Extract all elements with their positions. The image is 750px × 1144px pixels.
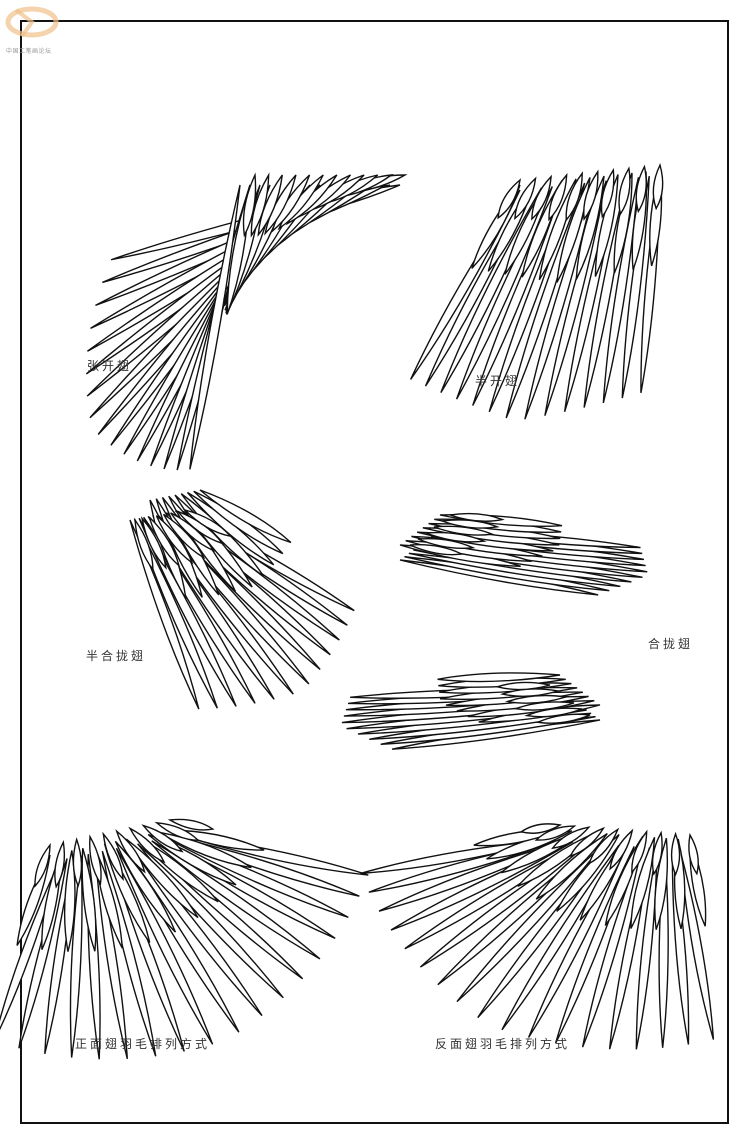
feather	[670, 831, 681, 877]
feather	[688, 833, 699, 876]
feather	[285, 174, 338, 226]
feather	[128, 826, 166, 864]
feather	[409, 544, 465, 556]
feather	[182, 508, 233, 538]
feather	[129, 519, 200, 710]
feather	[34, 842, 51, 888]
feather	[631, 829, 648, 874]
feather	[133, 518, 218, 709]
closed-wing-drawing-bottom	[341, 672, 601, 750]
feather	[504, 694, 567, 704]
label-front-arrangement: 正面翅羽毛排列方式	[75, 1037, 211, 1051]
feather	[162, 513, 206, 560]
feather	[114, 840, 177, 933]
feather	[568, 826, 606, 858]
feather	[501, 844, 620, 1031]
feather	[89, 834, 102, 886]
feather	[635, 848, 658, 1050]
front-wing-drawing	[0, 818, 369, 1060]
feather	[524, 707, 583, 718]
feather	[72, 837, 83, 888]
feather	[514, 176, 537, 221]
feather	[534, 825, 577, 841]
feather	[600, 167, 615, 219]
feather	[535, 713, 591, 724]
feather	[497, 178, 521, 220]
feather	[148, 516, 181, 568]
closed-wing-drawing-top	[399, 512, 648, 596]
feather	[588, 827, 620, 865]
label-half-open-wing: 半开翅	[475, 374, 521, 388]
label-open-wing: 张开翅	[87, 359, 133, 373]
feather	[125, 838, 199, 919]
feather	[425, 531, 487, 543]
feather	[679, 849, 715, 1040]
feather	[433, 525, 495, 536]
label-half-closed-wing: 半合拢翅	[86, 649, 147, 663]
feather	[54, 839, 66, 889]
feather	[250, 172, 270, 238]
label-back-arrangement: 反面翅羽毛排列方式	[435, 1037, 571, 1051]
feather	[618, 166, 631, 216]
feather	[652, 163, 664, 211]
feather	[141, 824, 184, 853]
feather	[449, 512, 505, 522]
label-closed-wing: 合拢翅	[648, 637, 694, 651]
back-wing-drawing	[360, 823, 715, 1050]
feather	[0, 859, 61, 1031]
watermark-logo	[5, 6, 59, 38]
half-closed-wing-drawing	[129, 489, 355, 710]
feather	[134, 517, 154, 572]
feather	[531, 174, 552, 221]
feather	[609, 828, 634, 871]
feather	[378, 840, 566, 912]
feather	[199, 489, 292, 544]
feather	[635, 164, 647, 214]
feather	[242, 172, 257, 238]
feather	[189, 184, 241, 470]
feather	[513, 701, 575, 711]
feather	[102, 831, 124, 881]
feather	[437, 672, 561, 683]
watermark-text: 中国工笔画论坛	[6, 48, 52, 55]
open-wing-drawing	[85, 172, 408, 471]
feather	[651, 830, 663, 876]
feather	[583, 169, 599, 221]
feather	[151, 840, 321, 960]
feather	[581, 846, 643, 1048]
half-open-wing-drawing	[409, 163, 664, 420]
feather	[495, 681, 551, 691]
feather	[654, 837, 669, 930]
feather	[602, 177, 640, 404]
feather	[264, 174, 297, 236]
feather	[277, 174, 324, 231]
feather	[115, 829, 146, 874]
page-frame	[20, 20, 729, 1124]
feather	[63, 850, 76, 952]
feather	[257, 174, 283, 238]
feather	[360, 839, 551, 875]
feather	[548, 172, 568, 222]
feather	[551, 826, 591, 850]
feather	[167, 818, 215, 831]
feather	[630, 836, 656, 929]
feather	[154, 821, 201, 842]
feather	[270, 174, 311, 234]
feather	[81, 847, 97, 952]
feather	[519, 823, 562, 834]
feather	[417, 537, 476, 549]
feather	[115, 847, 214, 1045]
feather	[170, 512, 216, 552]
feather	[499, 688, 559, 697]
feather	[456, 843, 605, 1003]
feather	[441, 519, 500, 529]
feather	[565, 171, 583, 222]
feather	[140, 516, 167, 570]
feather	[155, 515, 194, 565]
feather	[69, 855, 83, 1058]
